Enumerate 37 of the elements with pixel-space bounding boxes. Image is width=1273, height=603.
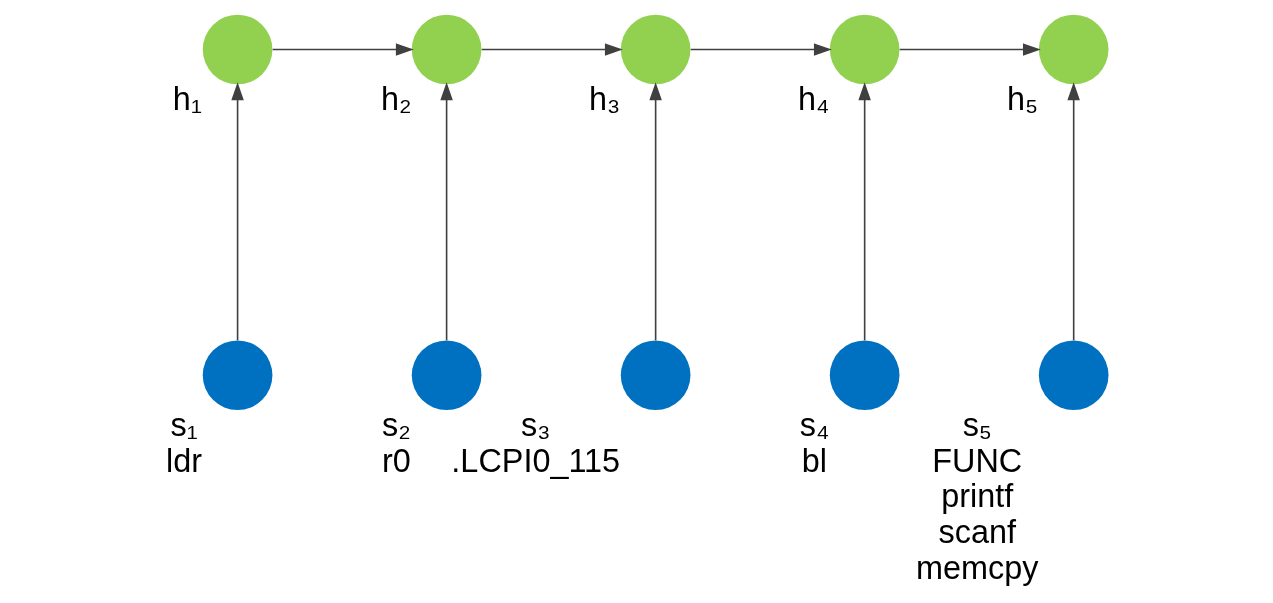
arrow: [857, 82, 871, 342]
arrow: [271, 43, 414, 56]
node-circle: [620, 340, 690, 411]
node-circle: [620, 14, 690, 85]
arrow: [648, 82, 662, 342]
node-label: s₃: [520, 406, 550, 443]
node-label: s₄: [799, 406, 829, 443]
node-circle: [1038, 14, 1108, 85]
node-label: bl: [801, 442, 827, 479]
arrow: [480, 43, 623, 56]
node-label: scanf: [938, 513, 1016, 550]
arrow: [1066, 82, 1080, 342]
node-label: memcpy: [915, 549, 1038, 586]
node-circle: [829, 340, 899, 411]
node-circle: [411, 340, 481, 411]
node-label: s₁: [170, 406, 198, 443]
node-label: ldr: [165, 442, 202, 479]
node-circle: [202, 340, 272, 411]
node-label: .LCPI0_115: [450, 442, 620, 479]
node-label: h₄: [797, 81, 829, 118]
arrow: [230, 82, 244, 342]
node-circle: [202, 14, 272, 85]
node-label: s₂: [381, 406, 411, 443]
node-label: h₅: [1006, 81, 1038, 118]
node-label: s₅: [962, 406, 992, 443]
arrow: [898, 43, 1041, 56]
node-label: FUNC: [931, 442, 1022, 479]
node-label: printf: [940, 478, 1013, 515]
node-label: h₁: [172, 81, 202, 118]
arrow: [689, 43, 832, 56]
arrow: [439, 82, 453, 342]
node-label: h₂: [380, 81, 412, 118]
node-label: r0: [381, 442, 411, 479]
node-circle: [1038, 340, 1108, 411]
node-circle: [411, 14, 481, 85]
node-circle: [829, 14, 899, 85]
node-label: h₃: [588, 81, 620, 118]
